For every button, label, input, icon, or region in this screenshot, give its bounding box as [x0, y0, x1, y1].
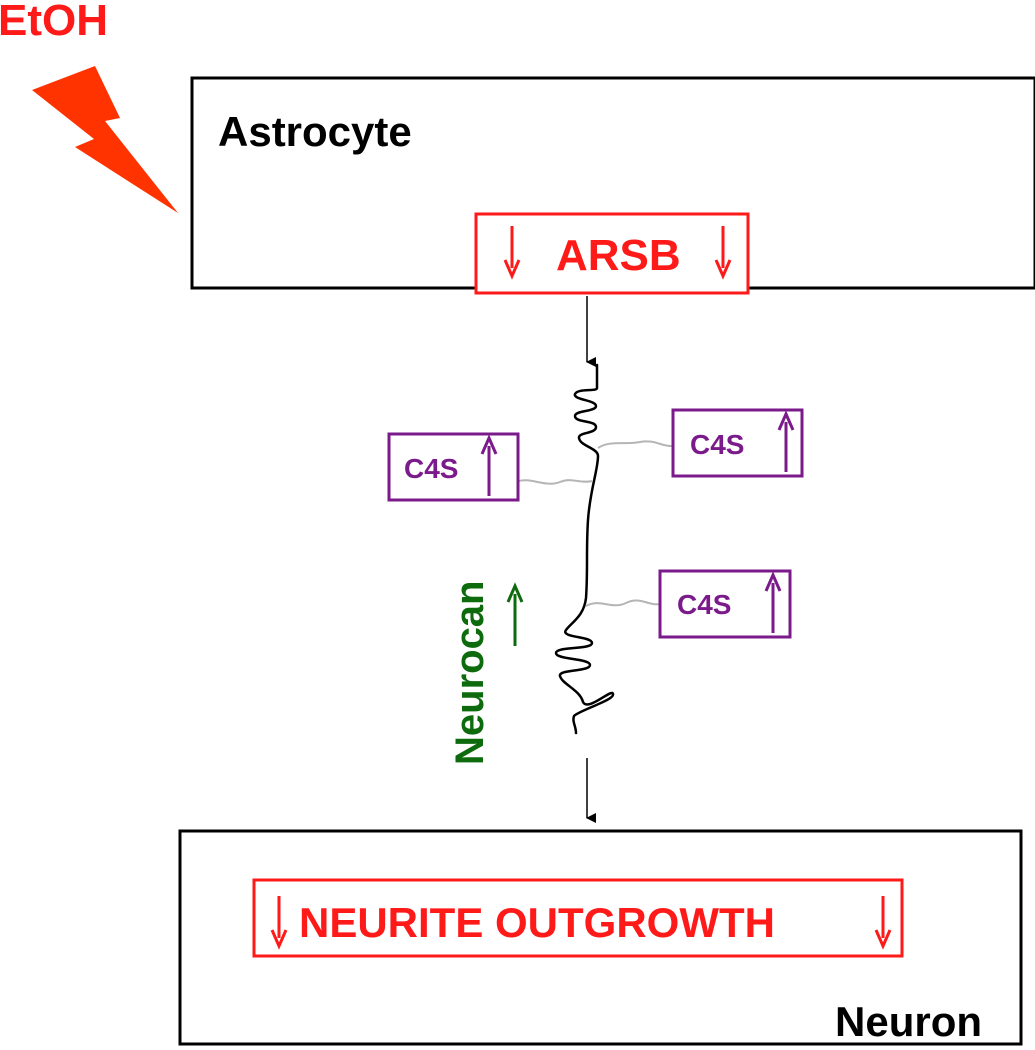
- gag-chain: [597, 440, 674, 449]
- up-arrow-icon: [777, 410, 795, 472]
- down-arrow-icon: [874, 896, 892, 950]
- c4s-label: C4S: [677, 589, 731, 620]
- c4s-label: C4S: [404, 453, 458, 484]
- up-arrow-icon: [506, 582, 524, 646]
- lightning-bolt-icon: [32, 66, 178, 213]
- arsb-label: ARSB: [556, 231, 681, 280]
- c4s-box: [387, 432, 520, 502]
- down-arrow-icon: [270, 896, 288, 950]
- up-arrow-icon: [764, 571, 782, 633]
- neurocan-label: Neurocan: [448, 581, 492, 766]
- neurite-outgrowth-box: [252, 878, 904, 958]
- neurite-outgrowth-label: NEURITE OUTGROWTH: [299, 899, 775, 946]
- neuron-label: Neuron: [835, 998, 982, 1045]
- up-arrow-icon: [480, 434, 498, 496]
- gag-chain: [585, 599, 661, 607]
- astrocyte-label: Astrocyte: [218, 108, 412, 155]
- c4s-label: C4S: [690, 429, 744, 460]
- etoh-label: EtOH: [0, 0, 108, 45]
- neuron-box: [178, 829, 1023, 1046]
- gag-chain: [515, 479, 593, 485]
- down-arrow-icon: [503, 226, 521, 280]
- arsb-box: [474, 212, 750, 295]
- neurocan-core-protein: [554, 363, 615, 735]
- down-arrow-icon: [714, 226, 732, 280]
- c4s-box: [671, 408, 804, 478]
